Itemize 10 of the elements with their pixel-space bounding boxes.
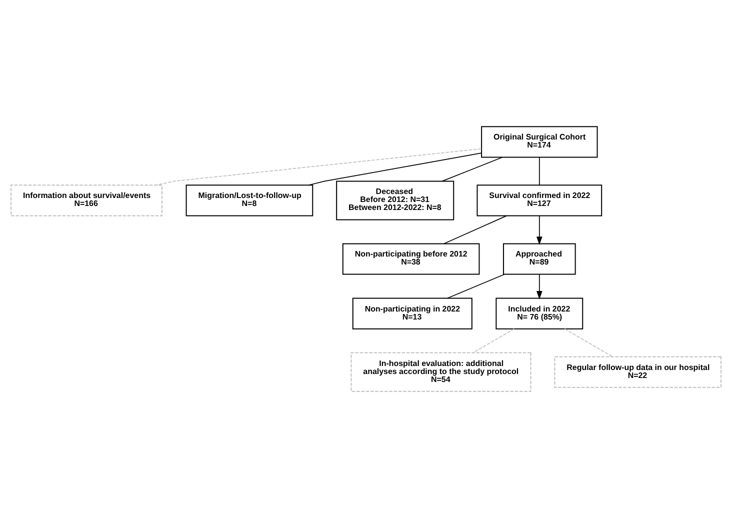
arrow: [536, 214, 542, 244]
connector: [155, 148, 482, 186]
arrow: [536, 274, 542, 299]
connector: [444, 214, 507, 244]
connector: [308, 152, 482, 186]
connector: [538, 156, 540, 186]
connector: [442, 156, 503, 182]
connector: [564, 328, 613, 357]
connector: [472, 328, 514, 353]
connector: [446, 273, 505, 298]
